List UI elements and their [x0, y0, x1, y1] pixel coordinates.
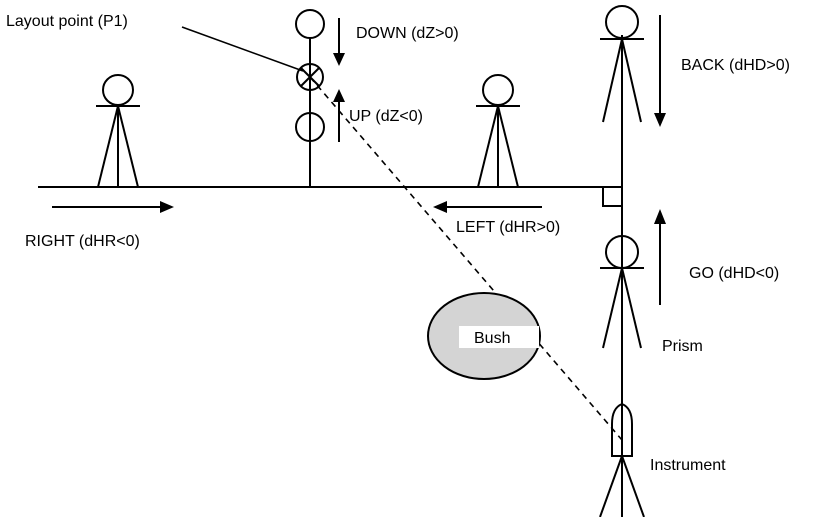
tripod-leg [117, 105, 139, 188]
layout-point-marker [296, 63, 324, 91]
go-arrow [654, 209, 666, 305]
prism-head-left [102, 74, 134, 106]
prism-figure-go [600, 235, 644, 349]
down-arrowhead [333, 53, 345, 66]
tripod-leg [477, 105, 499, 188]
tripod-leg [602, 267, 623, 349]
tripod-leg [97, 105, 119, 188]
right-arrow [52, 201, 174, 213]
left-arrowhead [433, 201, 447, 213]
tripod-leg [602, 38, 623, 123]
back-label: BACK (dHD>0) [681, 57, 790, 74]
tripod-leg [599, 455, 623, 517]
pole-top-prism [295, 9, 325, 39]
instrument-body [611, 402, 633, 457]
layout-point-leader [181, 26, 304, 72]
bush-label: Bush [474, 330, 510, 347]
tripod-leg [621, 38, 642, 123]
layout-point-cross [300, 67, 320, 87]
prism-figure-left [96, 74, 140, 188]
right-arrowhead [160, 201, 174, 213]
prism-label: Prism [662, 338, 703, 355]
left-arrow [433, 201, 542, 213]
layout-point-label: Layout point (P1) [6, 13, 128, 30]
prism-head-back [605, 5, 639, 39]
up-arrowhead [333, 89, 345, 102]
back-arrowhead [654, 113, 666, 127]
down-arrow [333, 18, 345, 66]
sight-line [309, 76, 623, 441]
prism-figure-middle [476, 74, 520, 188]
prism-head-middle [482, 74, 514, 106]
up-label: UP (dZ<0) [349, 108, 423, 125]
up-arrow [333, 89, 345, 142]
pole-bottom-prism [295, 112, 325, 142]
instrument-label: Instrument [650, 457, 726, 474]
go-arrowhead [654, 209, 666, 224]
back-arrow [654, 15, 666, 127]
right-angle-marker [602, 187, 622, 207]
bush: Bush [427, 292, 541, 380]
bush-label-bg [459, 326, 539, 348]
tripod-leg [497, 105, 519, 188]
tripod-leg [621, 267, 642, 349]
go-label: GO (dHD<0) [689, 265, 779, 282]
instrument-figure [599, 402, 645, 517]
down-label: DOWN (dZ>0) [356, 25, 459, 42]
prism-figure-back [600, 5, 644, 123]
right-label: RIGHT (dHR<0) [25, 233, 140, 250]
left-label: LEFT (dHR>0) [456, 219, 560, 236]
tripod-leg [621, 455, 645, 517]
layout-pole [295, 9, 325, 187]
